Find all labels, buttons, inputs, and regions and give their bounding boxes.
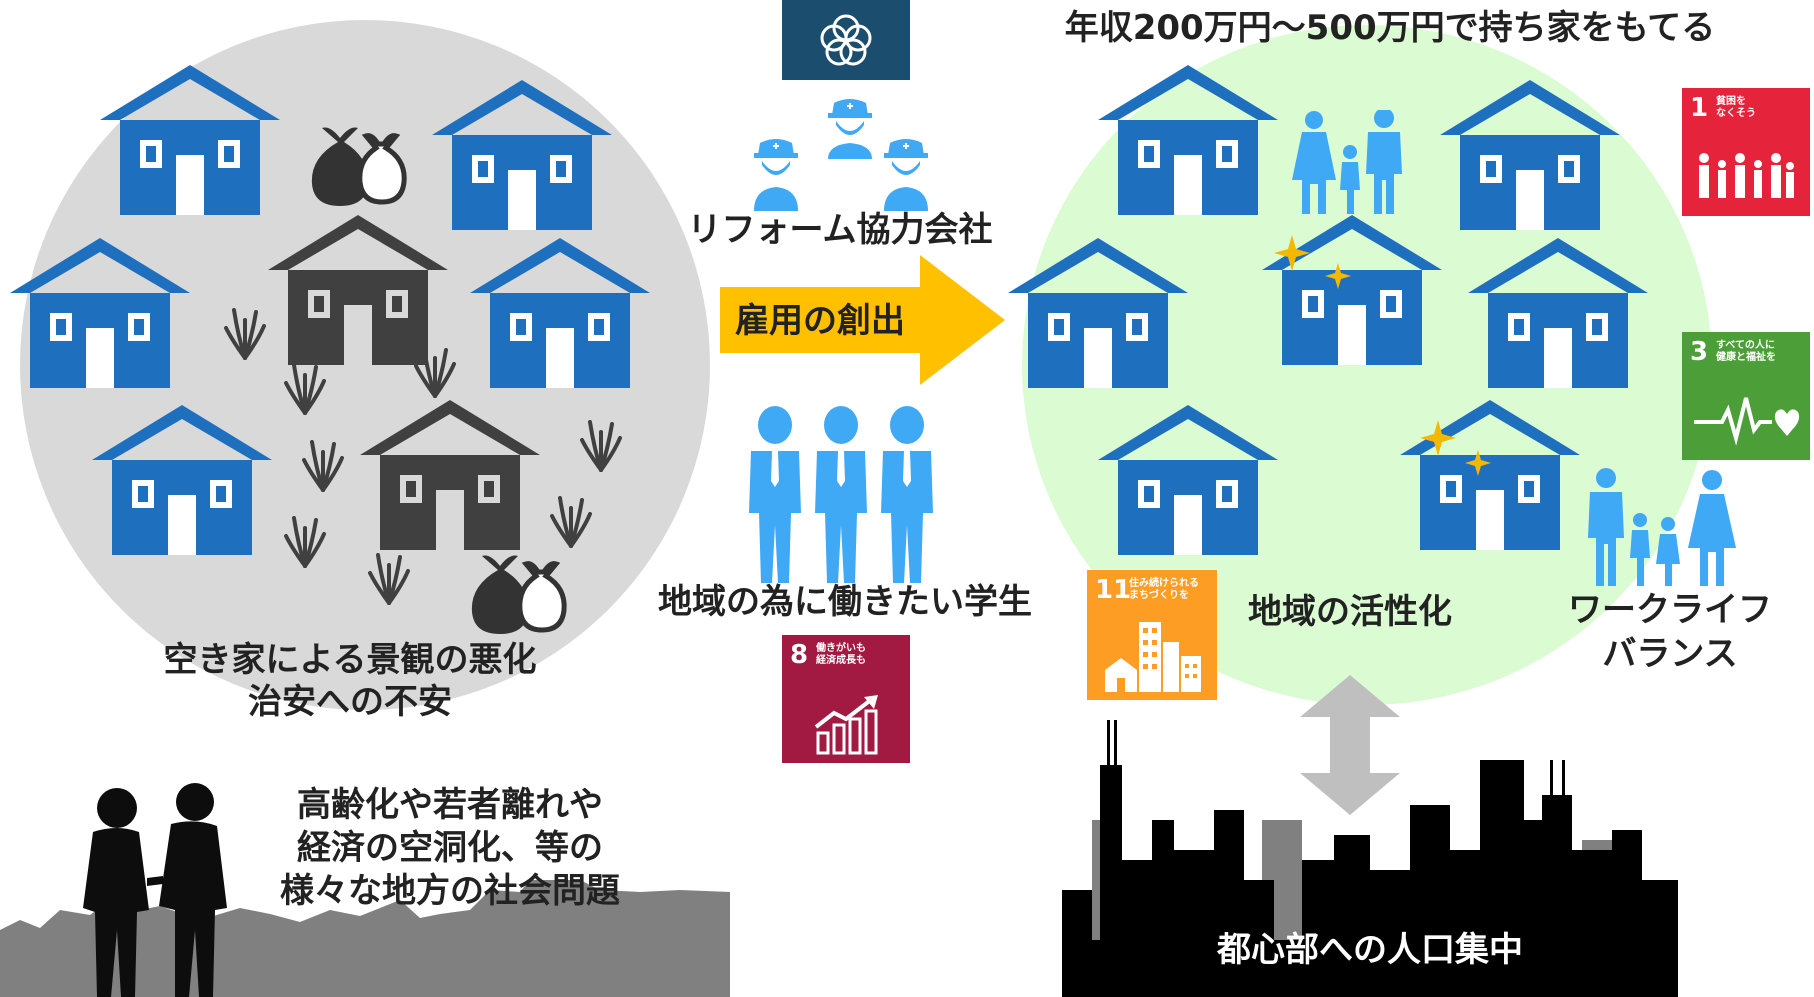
left-caption-line1: 空き家による景観の悪化 (163, 640, 537, 680)
sdg-goal-3-label: すべての人に 健康と福祉を (1716, 340, 1776, 363)
sdg-goal-1-icon: 1 貧困を なくそう (1682, 88, 1810, 216)
reform-partner-label: リフォーム協力会社 (687, 210, 993, 250)
heartbeat-icon (1694, 397, 1800, 446)
worklife-line1: ワークライフ (1568, 590, 1772, 630)
activation-label: 地域の活性化 (1248, 592, 1452, 632)
reform-workers-icon (750, 95, 930, 215)
city-label: 都心部への人口集中 (1217, 930, 1523, 970)
weed-icon (282, 508, 328, 568)
house-icon (10, 238, 190, 388)
weed-icon (222, 300, 268, 360)
house-icon (1098, 405, 1278, 555)
family-icon (1588, 468, 1738, 588)
arrow-label: 雇用の創出 (735, 301, 905, 341)
sdg-goal-3-icon: 3 すべての人に 健康と福祉を (1682, 332, 1810, 460)
sdg-goal-1-number: 1 (1690, 93, 1709, 123)
weed-icon (282, 355, 328, 415)
house-icon (470, 238, 650, 388)
weed-icon (300, 432, 346, 492)
employment-arrow (720, 255, 1005, 385)
city-skyline-silhouette (1062, 710, 1678, 997)
sdg-goal-11-label: 住み続けられる まちづくりを (1129, 578, 1199, 601)
house-icon (1440, 80, 1620, 230)
right-headline: 年収200万円～500万円で持ち家をもてる (1064, 8, 1716, 48)
sdg-goal-8-icon: 8 働きがいも 経済成長も (782, 635, 910, 763)
weed-icon (578, 412, 624, 472)
students-icon (745, 405, 945, 585)
weed-icon (412, 338, 458, 398)
house-icon (100, 65, 280, 215)
worklife-line2: バランス (1602, 634, 1738, 674)
problem-line3: 様々な地方の社会問題 (280, 871, 620, 911)
sdg-goal-11-number: 11 (1095, 575, 1132, 605)
elderly-couple-silhouette (65, 780, 245, 997)
trash-bag-icon (460, 548, 575, 638)
sdg-goal-11-icon: 11 住み続けられる まちづくりを (1087, 570, 1217, 700)
problem-line2: 経済の空洞化、等の (297, 828, 603, 868)
sdg-goal-8-number: 8 (790, 640, 809, 670)
sdg-goal-3-number: 3 (1690, 337, 1709, 367)
problem-line1: 高齢化や若者離れや (297, 785, 603, 825)
house-icon (1008, 238, 1188, 388)
left-caption-line2: 治安への不安 (248, 682, 452, 722)
house-icon (1098, 65, 1278, 215)
house-icon (92, 405, 272, 555)
house-icon (1468, 238, 1648, 388)
sdg-goal-8-label: 働きがいも 経済成長も (816, 643, 866, 666)
weed-icon (548, 488, 594, 548)
vacant-house-icon (360, 400, 540, 550)
growth-chart-icon (814, 695, 878, 755)
students-label: 地域の為に働きたい学生 (658, 582, 1032, 622)
company-logo (782, 0, 910, 80)
trash-bag-icon (300, 120, 415, 210)
weed-icon (366, 545, 412, 605)
people-icon (1699, 153, 1794, 198)
sdg-goal-1-label: 貧困を なくそう (1716, 96, 1756, 119)
renovated-house-icon (1400, 400, 1580, 550)
family-icon (1290, 110, 1410, 215)
city-buildings-icon (1105, 622, 1201, 692)
flower-logo-icon (820, 14, 872, 66)
house-icon (432, 80, 612, 230)
double-arrow-icon (1300, 675, 1400, 815)
vacant-house-icon (268, 215, 448, 365)
renovated-house-icon (1262, 215, 1442, 365)
